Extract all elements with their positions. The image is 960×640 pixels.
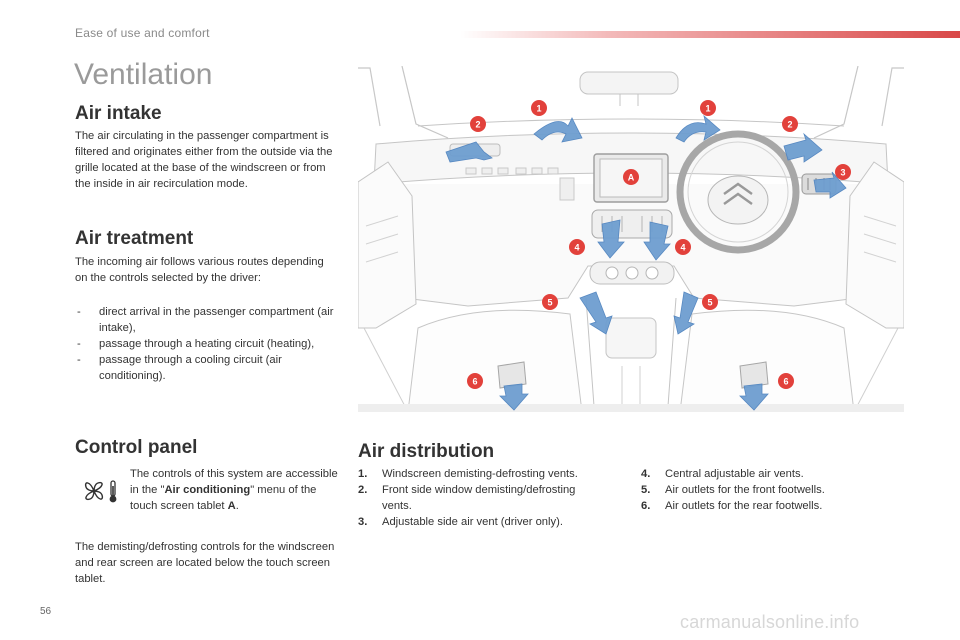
air-intake-heading: Air intake bbox=[75, 103, 162, 124]
list-item: 5. Air outlets for the front footwells. bbox=[641, 482, 901, 498]
control-text-part: . bbox=[235, 500, 239, 512]
control-text-part: The controls of this system are accessib… bbox=[130, 468, 338, 496]
watermark: carmanualsonline.info bbox=[680, 612, 860, 632]
air-distribution-heading: Air distribution bbox=[358, 441, 495, 462]
item-text: Adjustable side air vent (driver only). bbox=[382, 516, 563, 528]
page-number: 56 bbox=[40, 606, 52, 617]
control-panel-text: The controls of this system are accessib… bbox=[130, 466, 340, 514]
list-item: 6. Air outlets for the rear footwells. bbox=[641, 498, 901, 514]
demist-controls-text: The demisting/defrosting controls for th… bbox=[75, 541, 335, 585]
marker-label: 4 bbox=[574, 243, 579, 253]
marker-label: 5 bbox=[547, 298, 552, 308]
tablet-reference: A bbox=[227, 500, 236, 512]
air-treatment-heading: Air treatment bbox=[75, 228, 194, 249]
marker-label: 2 bbox=[475, 120, 480, 130]
list-item: passage through a cooling circuit (air c… bbox=[75, 352, 345, 384]
item-number: 2. bbox=[358, 484, 368, 496]
item-number: 5. bbox=[641, 484, 651, 496]
item-text: Air outlets for the rear footwells. bbox=[665, 500, 823, 512]
air-intake-text: The air circulating in the passenger com… bbox=[75, 130, 333, 190]
list-item: 1. Windscreen demisting-defrosting vents. bbox=[358, 466, 608, 482]
control-panel-heading: Control panel bbox=[75, 437, 198, 458]
item-number: 3. bbox=[358, 516, 368, 528]
marker-label: 2 bbox=[787, 120, 792, 130]
section-header: Ease of use and comfort bbox=[75, 26, 210, 40]
item-text: Central adjustable air vents. bbox=[665, 468, 804, 480]
air-distribution-list-left: 1. Windscreen demisting-defrosting vents.… bbox=[358, 466, 608, 530]
marker-label: 4 bbox=[680, 243, 685, 253]
list-item: 4. Central adjustable air vents. bbox=[641, 466, 901, 482]
list-item: passage through a heating circuit (heati… bbox=[75, 336, 345, 352]
ventilation-diagram: 1 1 2 2 3 4 4 5 5 6 6 A bbox=[358, 66, 904, 412]
item-number: 1. bbox=[358, 468, 368, 480]
marker-label: 6 bbox=[472, 377, 477, 387]
header-accent-bar bbox=[460, 31, 960, 38]
marker-label: A bbox=[628, 173, 635, 183]
air-treatment-intro: The incoming air follows various routes … bbox=[75, 256, 324, 284]
marker-label: 6 bbox=[783, 377, 788, 387]
item-text: Windscreen demisting-defrosting vents. bbox=[382, 468, 578, 480]
list-item: 3. Adjustable side air vent (driver only)… bbox=[358, 514, 608, 530]
item-text: Front side window demisting/defrosting v… bbox=[382, 484, 576, 512]
item-number: 4. bbox=[641, 468, 651, 480]
air-conditioning-menu-name: Air conditioning bbox=[164, 484, 251, 496]
list-item: 2. Front side window demisting/defrosting… bbox=[358, 482, 608, 514]
list-item: direct arrival in the passenger compartm… bbox=[75, 304, 345, 336]
marker-label: 1 bbox=[536, 104, 541, 114]
ventilation-fan-temperature-icon bbox=[84, 480, 117, 503]
control-text-part: " menu of the touch screen tablet bbox=[130, 484, 317, 512]
marker-label: 3 bbox=[840, 168, 845, 178]
air-distribution-list-right: 4. Central adjustable air vents. 5. Air ou… bbox=[641, 466, 901, 514]
air-treatment-list: direct arrival in the passenger compartm… bbox=[75, 304, 345, 384]
item-number: 6. bbox=[641, 500, 651, 512]
marker-label: 5 bbox=[707, 298, 712, 308]
marker-label: 1 bbox=[705, 104, 710, 114]
item-text: Air outlets for the front footwells. bbox=[665, 484, 825, 496]
page-title: Ventilation bbox=[74, 58, 213, 91]
